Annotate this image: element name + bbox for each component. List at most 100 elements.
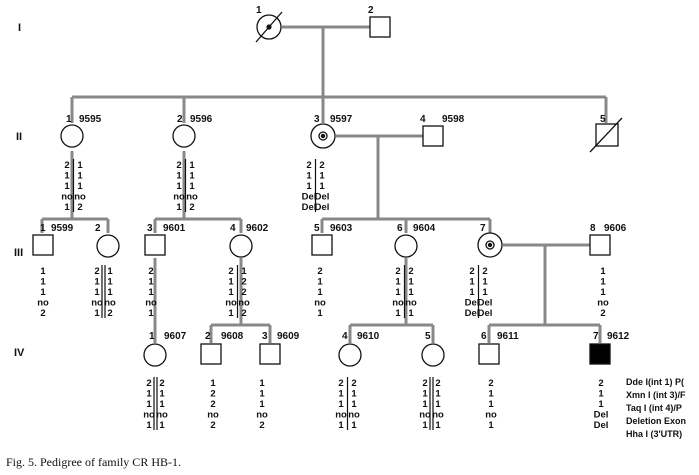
individual-iv-4-symbol — [338, 343, 362, 367]
generation-label-iv: IV — [14, 347, 25, 359]
allele-value: 1 — [317, 277, 323, 288]
allele-value: no — [207, 410, 219, 421]
allele-value: 1 — [146, 389, 152, 400]
allele-value: Del — [315, 192, 330, 203]
allele-value: 2 — [598, 378, 603, 389]
individual-number: 1 — [66, 114, 72, 125]
allele-value: 1 — [94, 308, 100, 319]
allele-value: 1 — [176, 181, 182, 192]
individual-id: 9612 — [607, 331, 630, 342]
allele-value: 2 — [469, 266, 474, 277]
individual-id: 9608 — [221, 331, 244, 342]
generation-label-ii: II — [16, 131, 22, 143]
allele-value: 1 — [259, 378, 265, 389]
allele-value: 1 — [77, 160, 83, 171]
individual-labels: 1 2 1 9595 2 9596 3 9597 4 9598 5 1 9599… — [40, 5, 630, 342]
allele-value: 2 — [228, 266, 233, 277]
allele-value: no — [314, 298, 326, 309]
individual-iii-1-symbol — [32, 234, 54, 256]
allele-value: no — [392, 298, 404, 309]
allele-value: no — [74, 192, 86, 203]
allele-value: 2 — [241, 308, 246, 319]
individual-iii-2-symbol — [96, 234, 120, 258]
individual-id: 9609 — [277, 331, 300, 342]
allele-value: 1 — [435, 389, 441, 400]
individual-id: 9610 — [357, 331, 380, 342]
allele-value: 1 — [107, 277, 113, 288]
allele-value: 1 — [482, 277, 488, 288]
allele-value: no — [173, 192, 185, 203]
individual-id: 9598 — [442, 114, 465, 125]
individual-ii-4-symbol — [422, 125, 444, 147]
allele-value: no — [432, 410, 444, 421]
individual-number: 2 — [95, 223, 101, 234]
allele-value: 1 — [317, 308, 323, 319]
allele-value: 1 — [395, 308, 401, 319]
allele-value: 1 — [422, 399, 428, 410]
individual-iv-1-symbol — [143, 343, 167, 367]
allele-value: 1 — [422, 389, 428, 400]
allele-value: 2 — [422, 378, 427, 389]
allele-value: 2 — [148, 266, 153, 277]
allele-value: 1 — [600, 277, 606, 288]
allele-value: 1 — [210, 378, 216, 389]
allele-value: no — [225, 298, 237, 309]
allele-value: 1 — [408, 308, 414, 319]
allele-value: 1 — [259, 399, 265, 410]
individual-number: 3 — [147, 223, 153, 234]
allele-value: 2 — [600, 308, 605, 319]
individual-iii-3-symbol — [144, 234, 166, 256]
allele-value: 1 — [482, 287, 488, 298]
allele-value: 1 — [228, 277, 234, 288]
allele-value: 1 — [600, 287, 606, 298]
legend-item: Deletion Exon — [626, 416, 686, 426]
allele-value: no — [597, 298, 609, 309]
allele-value: 1 — [176, 202, 182, 213]
allele-value: 1 — [176, 171, 182, 182]
individual-iv-6-symbol — [478, 343, 500, 365]
allele-value: 1 — [422, 420, 428, 431]
pedigree-symbols — [32, 11, 623, 367]
allele-value: 2 — [94, 266, 99, 277]
allele-value: Del — [478, 308, 493, 319]
allele-value: 2 — [77, 202, 82, 213]
individual-number: 1 — [149, 331, 155, 342]
allele-value: 1 — [306, 181, 312, 192]
individual-id: 9603 — [330, 223, 353, 234]
allele-value: 2 — [488, 378, 493, 389]
individual-iii-8-symbol — [589, 234, 611, 256]
pedigree-lines — [40, 25, 608, 343]
allele-value: 1 — [408, 287, 414, 298]
allele-value: 2 — [176, 160, 181, 171]
allele-value: no — [256, 410, 268, 421]
allele-value: 1 — [228, 287, 234, 298]
individual-id: 9601 — [163, 223, 186, 234]
individual-i-2-symbol — [369, 16, 391, 38]
legend-item: Hha I (3'UTR) — [626, 429, 682, 439]
allele-value: no — [335, 410, 347, 421]
legend-item: Xmn I (int 3)/F — [626, 390, 686, 400]
generation-label-iii: III — [14, 247, 23, 259]
allele-value: no — [156, 410, 168, 421]
allele-value: 2 — [338, 378, 343, 389]
allele-value: 1 — [148, 277, 154, 288]
allele-value: no — [145, 298, 157, 309]
allele-value: 1 — [64, 171, 70, 182]
allele-value: 1 — [488, 420, 494, 431]
allele-value: 1 — [338, 399, 344, 410]
allele-value: 1 — [351, 389, 357, 400]
allele-value: no — [91, 298, 103, 309]
individual-number: 6 — [397, 223, 403, 234]
allele-value: 1 — [338, 389, 344, 400]
allele-value: 2 — [482, 266, 487, 277]
individual-number: 2 — [177, 114, 183, 125]
allele-value: 1 — [189, 160, 195, 171]
allele-value: 2 — [146, 378, 151, 389]
marker-legend: Dde I(int 1) P( Xmn I (int 3)/F Taq I (i… — [626, 377, 686, 439]
allele-value: 1 — [319, 171, 325, 182]
allele-value: 1 — [94, 287, 100, 298]
allele-value: 2 — [395, 266, 400, 277]
allele-value: 2 — [319, 160, 324, 171]
allele-value: Del — [302, 202, 317, 213]
allele-value: 1 — [469, 277, 475, 288]
